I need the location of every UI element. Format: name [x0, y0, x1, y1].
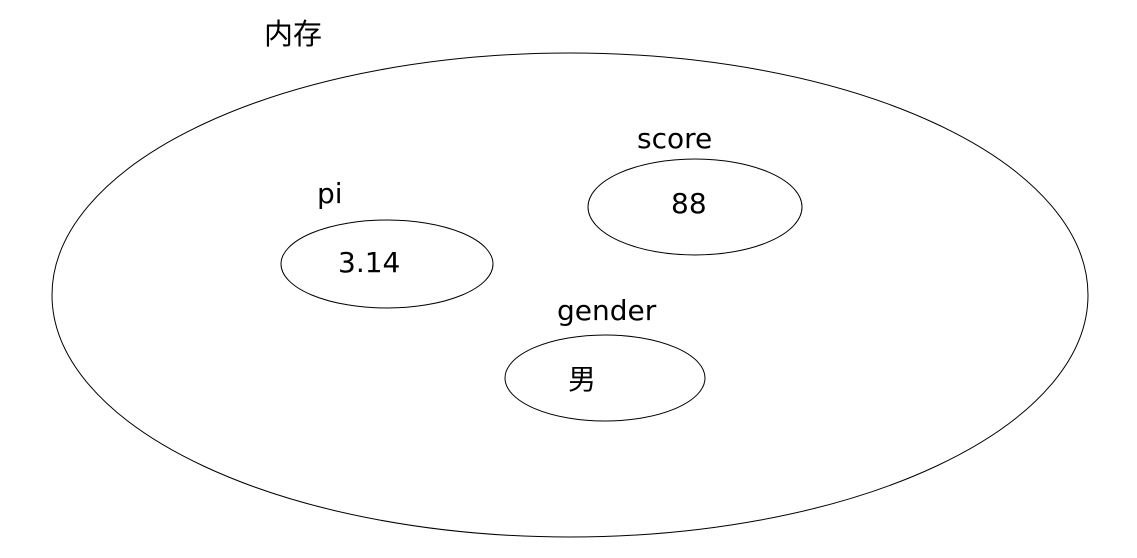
variable-label-score: score: [637, 122, 713, 155]
variable-value-score: 88: [671, 187, 707, 220]
variable-ellipse-score: [587, 158, 803, 256]
variable-label-pi: pi: [317, 177, 343, 210]
variable-value-pi: 3.14: [338, 246, 401, 279]
outer-memory-label: 内存: [264, 17, 323, 51]
variable-ellipse-gender: [504, 334, 706, 422]
variable-ellipse-pi: [280, 219, 494, 309]
variable-label-gender: gender: [557, 294, 657, 327]
outer-memory-ellipse: [51, 52, 1089, 538]
variable-value-gender: 男: [568, 363, 597, 396]
